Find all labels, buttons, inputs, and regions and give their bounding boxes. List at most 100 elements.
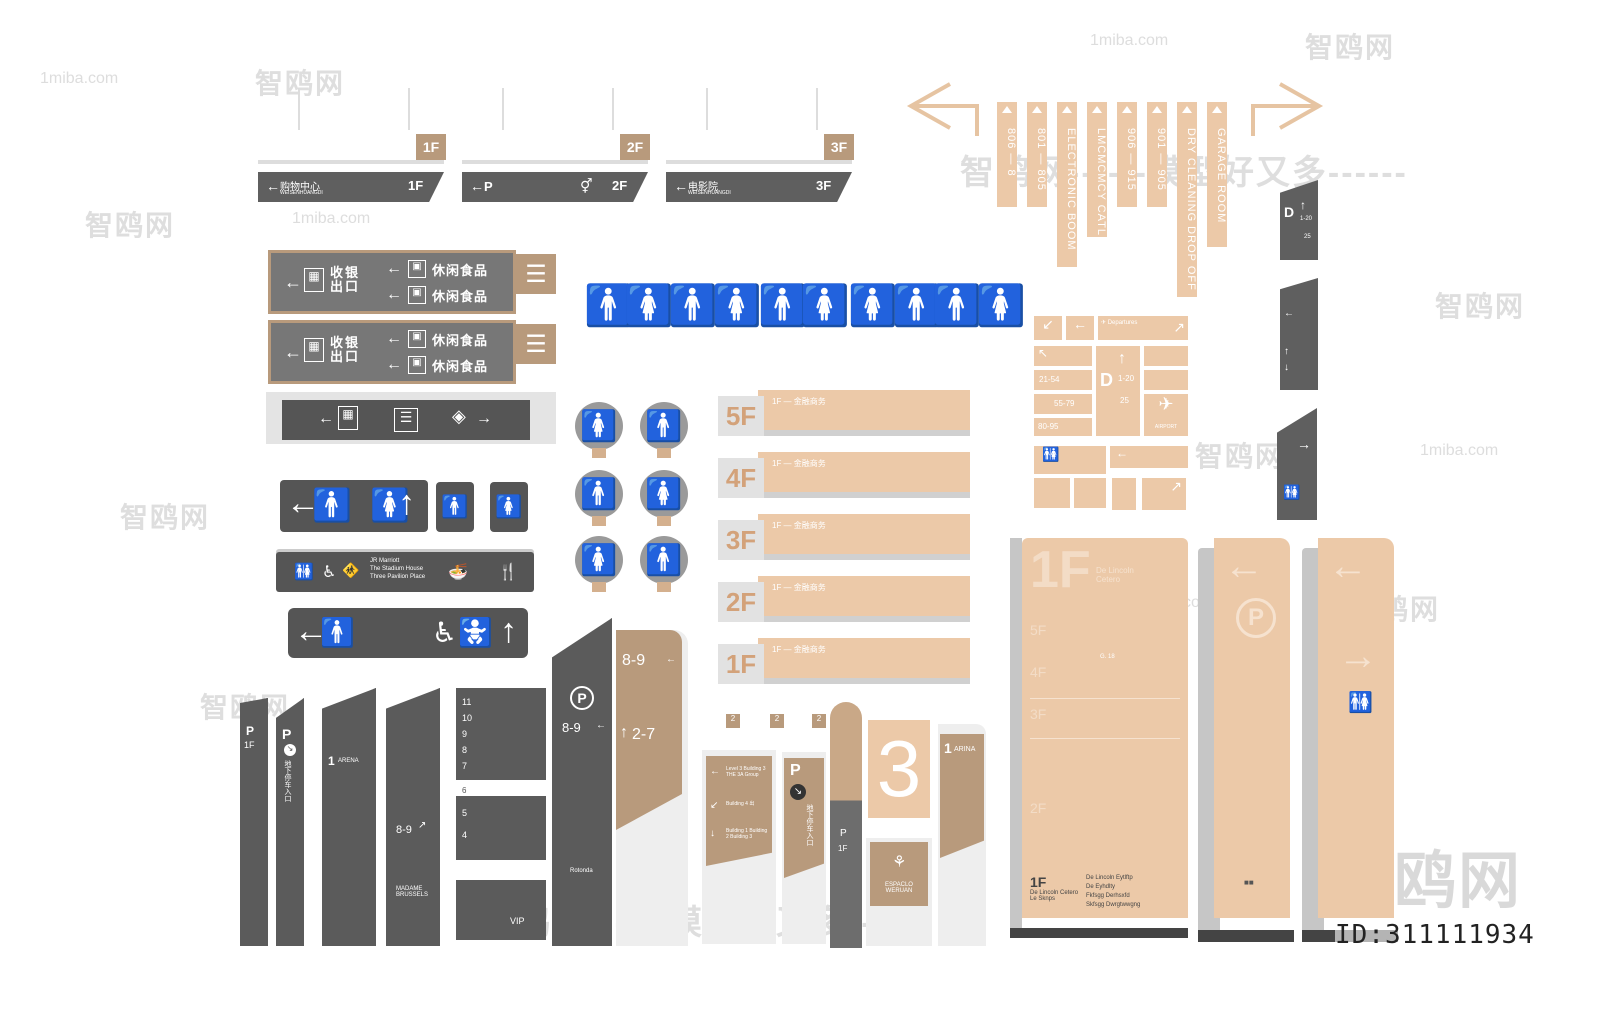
hanging-sign-sub: WEISENHUANGDI bbox=[280, 190, 323, 196]
floor-plate-4f: 4F 1F — 金融商务 bbox=[718, 452, 970, 498]
floor-list-item: 7 bbox=[462, 761, 468, 771]
floor-list-item: 8 bbox=[462, 745, 468, 755]
totem-foot: MADAME BRUSSELS bbox=[396, 886, 429, 898]
parking-panel-1: ← P ■■ bbox=[1198, 538, 1294, 948]
man-icon: 🚹 bbox=[932, 284, 982, 328]
directory-level: 4F bbox=[1030, 664, 1047, 680]
woman-icon: 🚺 bbox=[848, 284, 898, 328]
floor-tab: 1F bbox=[416, 134, 446, 160]
snack-icon: ▣ bbox=[408, 286, 426, 304]
accessible-icon: ♿ bbox=[322, 564, 337, 581]
tab-number: 2 bbox=[812, 714, 826, 728]
left-arrow-icon: ← bbox=[710, 766, 720, 777]
left-arrow-icon: ← bbox=[284, 342, 302, 362]
woman-icon: 🚺 bbox=[370, 487, 410, 523]
floor-plate-1f: 1F 1F — 金融商务 bbox=[718, 638, 970, 684]
left-arrow-icon: ← bbox=[386, 260, 402, 277]
parking-icon: P bbox=[1236, 598, 1276, 638]
arrow-tile: ↗ bbox=[1142, 478, 1186, 510]
strip-901: 901 — 905 bbox=[1147, 102, 1167, 207]
round-man-plate: 🚹 bbox=[575, 470, 623, 526]
icon-bar: ← ▦ ☰ ◈ → bbox=[266, 392, 556, 444]
airport-tile: ✈ AIRPORT bbox=[1144, 394, 1188, 436]
strip-dry-cleaning: DRY CLEANING DROP OFF bbox=[1177, 102, 1197, 297]
hanging-sign-floor: 3F bbox=[816, 178, 832, 193]
down-arrow-icon: ↓ bbox=[1284, 362, 1289, 373]
left-arrow-icon: ← bbox=[318, 410, 334, 427]
hanging-panel: ← P ⚥ 2F bbox=[462, 172, 648, 202]
post-p: P bbox=[840, 828, 847, 839]
chevron-left-icon: ← bbox=[674, 178, 688, 194]
watermark-site: 1miba.com bbox=[1090, 32, 1169, 49]
blade-letter: D bbox=[1284, 204, 1295, 220]
floor-list-item: 9 bbox=[462, 729, 468, 739]
cashier-icon: ▦ bbox=[304, 268, 324, 292]
directory-title: De Lincoln Cetero bbox=[1096, 566, 1134, 584]
woman-plate: 🚺 bbox=[490, 482, 528, 532]
departures-label: Departures bbox=[1107, 320, 1138, 326]
totem-floor: 1F bbox=[244, 740, 255, 750]
garage-text: 地下停车入口 bbox=[284, 760, 291, 802]
man-icon: 🚹 bbox=[320, 617, 355, 648]
parking-panel-2: ← → 🚻 bbox=[1302, 538, 1398, 948]
directory-tiles: ↙ ← ✈ Departures ↗ ↖ 21-54 55-79 80-95 D… bbox=[1034, 316, 1190, 436]
parking-icon: P bbox=[570, 686, 594, 710]
watermark-site: 1miba.com bbox=[292, 210, 371, 227]
plant-icon: ⚘ bbox=[892, 854, 907, 871]
left-arrow-icon: ← bbox=[596, 720, 606, 731]
big-left-arrow-icon bbox=[906, 82, 979, 136]
floor-list-item: 6 bbox=[462, 786, 467, 795]
d-range: 1-20 bbox=[1118, 374, 1135, 383]
snack-sign-1: ☰ ← ▦ 收银出口 ← ▣ 休闲食品 ← ▣ 休闲食品 bbox=[268, 250, 558, 314]
right-arrow-icon: → bbox=[1338, 634, 1378, 678]
left-arrow-icon: ← bbox=[284, 272, 302, 292]
hanging-sign-text: 购物中心 bbox=[280, 182, 320, 193]
parking-p: P bbox=[282, 726, 292, 742]
blade-num: 25 bbox=[1304, 234, 1311, 240]
man-icon: 🚹 bbox=[580, 477, 618, 511]
cashier-icon: ▦ bbox=[304, 338, 324, 362]
floor-label: 3F bbox=[718, 520, 764, 560]
arena-panel: 1 ARINA bbox=[938, 724, 986, 946]
watermark-brand: 智鸥网 bbox=[1305, 32, 1396, 63]
plane-icon: ✈ bbox=[1158, 394, 1174, 414]
departures-tile: ✈ Departures ↗ bbox=[1098, 316, 1188, 340]
blade-range: 1-20 bbox=[1300, 216, 1313, 222]
watermark-brand: 智鸥网 bbox=[120, 502, 211, 533]
floor-list-item: 4 bbox=[462, 830, 468, 840]
woman-icon: 🚺 bbox=[976, 284, 1026, 328]
accessible-icon: ♿ bbox=[432, 617, 458, 648]
parking-range: 8-9 bbox=[622, 652, 646, 669]
arena-title: ARINA bbox=[954, 746, 976, 753]
floor-plate-2f: 2F 1F — 金融商务 bbox=[718, 576, 970, 622]
garage-text: 地下停车入口 bbox=[806, 804, 813, 846]
hanging-sign-floor: 2F bbox=[612, 178, 628, 193]
building-directory: ← Level 3 Building 3 THE 3A Group ↙ Buil… bbox=[702, 750, 776, 944]
totem-parking-1f: P 1F bbox=[240, 698, 268, 946]
round-man-plate: 🚹 bbox=[640, 536, 688, 592]
snack-icon: ▣ bbox=[408, 356, 426, 374]
cashier-icon: ▦ bbox=[338, 406, 358, 430]
parking-tan-panel: 8-9 ← ↑ 2-7 bbox=[616, 630, 688, 946]
arrow-strip: ← bbox=[1110, 446, 1188, 468]
man-icon: 🚹 bbox=[645, 409, 683, 443]
round-woman-plate: 🚺 bbox=[575, 402, 623, 458]
round-woman-plate: 🚺 bbox=[575, 536, 623, 592]
building-line: Level 3 Building 3 THE 3A Group bbox=[726, 766, 766, 778]
totem-floors: 8-9 ↗ MADAME BRUSSELS bbox=[386, 688, 440, 946]
espaclo-label: ESPACLO WERUAN bbox=[885, 882, 913, 894]
parking-p: P bbox=[246, 724, 255, 738]
d-letter: D bbox=[1100, 370, 1113, 390]
toilet-tile: 🚻 bbox=[1034, 446, 1106, 474]
food-icon: 🍜 bbox=[448, 564, 468, 581]
arena-title: ARENA bbox=[338, 758, 359, 764]
left-arrow-icon: ← bbox=[1328, 544, 1368, 588]
tab-number: 2 bbox=[770, 714, 784, 728]
bottom-bar-line1: JR Marriott bbox=[370, 558, 400, 564]
floor-label: 4F bbox=[718, 458, 764, 498]
snack-icon: ▣ bbox=[408, 330, 426, 348]
blade-sign-d: D ↑ 1-20 25 bbox=[1280, 180, 1318, 260]
id-watermark: ID:311111934 bbox=[1335, 920, 1535, 950]
strip-801: 801 — 805 bbox=[1027, 102, 1047, 207]
strip-garage: GARAGE ROOM bbox=[1207, 102, 1227, 247]
